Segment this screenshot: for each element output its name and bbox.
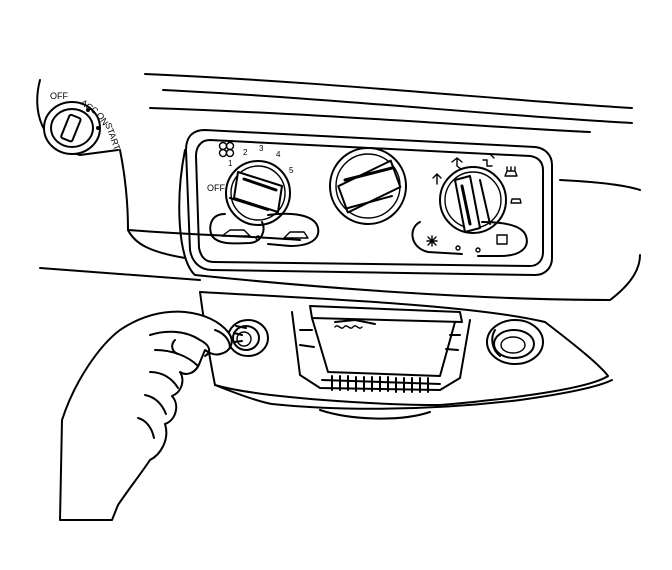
fan-icon [218, 141, 235, 158]
mode-icons [432, 153, 522, 204]
hand [59, 310, 233, 521]
ignition-switch[interactable]: OFF ACC ON START [43, 91, 122, 155]
floor-icon [482, 153, 495, 167]
bi-level-icon [451, 157, 463, 170]
cigarette-lighter[interactable] [227, 319, 269, 357]
ashtray-grip [331, 375, 429, 393]
fan-speed-labels: OFF 1 2 3 4 5 [207, 141, 294, 193]
ignition-start-label: START [103, 121, 122, 152]
lower-console [199, 291, 613, 420]
rear-defrost-icon [510, 198, 522, 204]
mode-knob[interactable] [439, 166, 507, 234]
dash-upper-trim [36, 73, 633, 156]
fan-speed-4-label: 4 [276, 150, 281, 159]
ashtray[interactable] [291, 305, 471, 393]
fan-speed-1-label: 1 [228, 159, 233, 168]
fan-speed-knob[interactable] [225, 160, 291, 226]
left-button-pair [209, 212, 320, 247]
defrost-icon [504, 166, 518, 177]
recirculate-icon[interactable] [221, 229, 251, 237]
ac-snowflake-icon[interactable] [426, 235, 438, 247]
dashboard-bezel [39, 149, 641, 301]
fan-speed-5-label: 5 [289, 166, 294, 175]
fresh-air-icon[interactable] [283, 231, 309, 239]
fan-speed-2-label: 2 [243, 148, 248, 157]
temperature-knob[interactable] [329, 147, 407, 225]
vent-face-icon [432, 173, 442, 185]
rear-defog-icon[interactable] [496, 234, 508, 245]
fan-off-label: OFF [207, 183, 225, 193]
right-button-pair [411, 221, 528, 257]
fan-speed-3-label: 3 [259, 144, 264, 153]
ignition-off-label: OFF [50, 91, 68, 101]
hvac-control-panel [185, 129, 553, 276]
power-outlet[interactable] [486, 319, 544, 365]
